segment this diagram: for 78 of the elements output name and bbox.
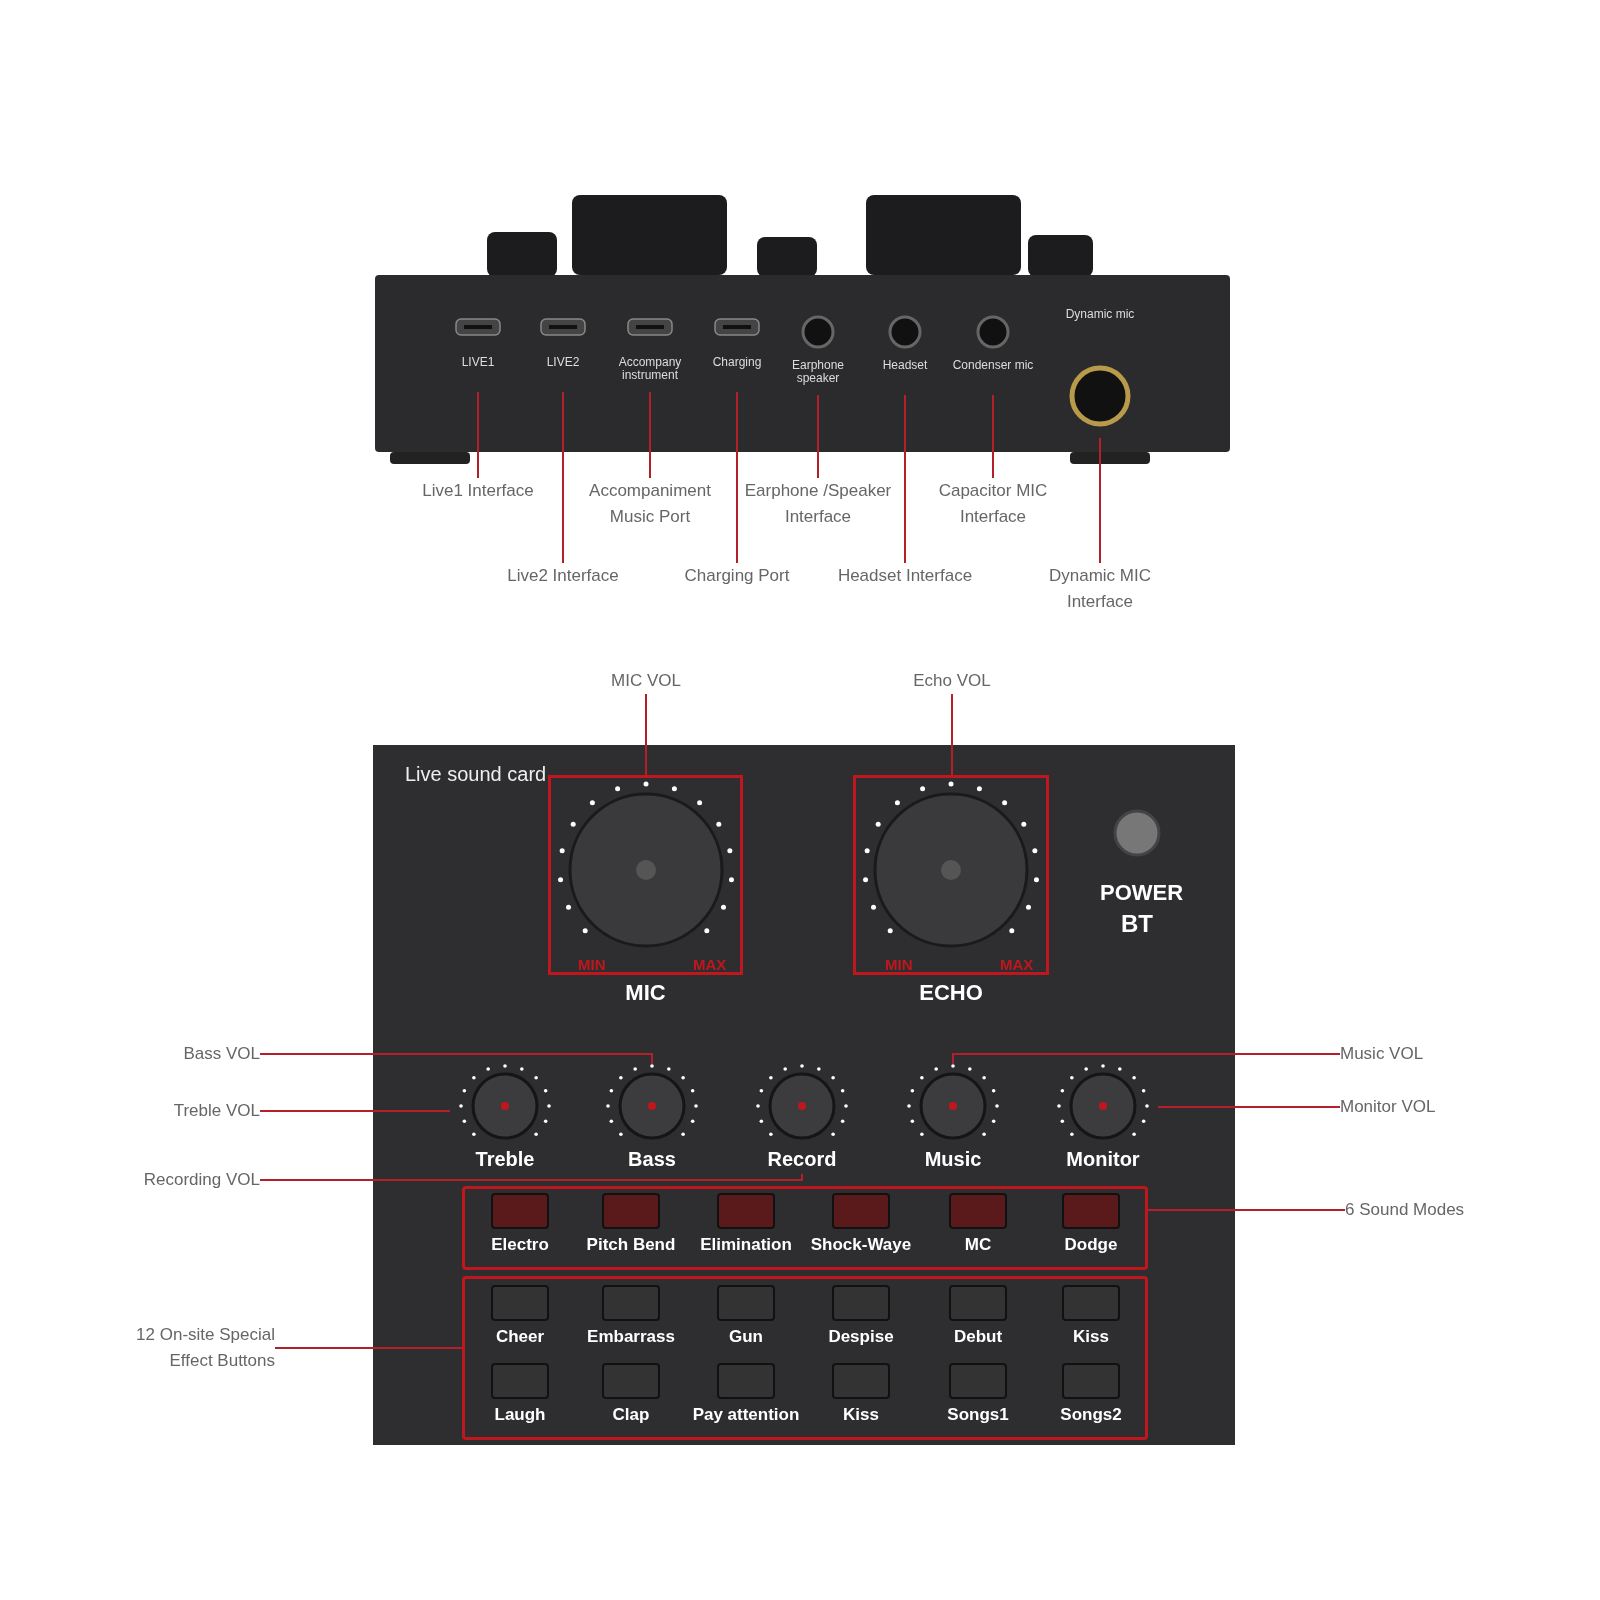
knob-label: Music: [923, 1148, 983, 1171]
callout-label: Live2 Interface: [506, 565, 620, 587]
leader-line: [1099, 437, 1101, 564]
leader-line: [951, 693, 953, 776]
callout-label: 12 On-site Special Effect Buttons: [135, 1324, 275, 1372]
leader-line: [259, 1053, 653, 1065]
leader-line: [736, 391, 738, 564]
button-label: POWER: [1100, 880, 1184, 906]
button-label: Despise: [827, 1327, 895, 1347]
button-label: Electro: [490, 1235, 550, 1255]
callout-label: 6 Sound Modes: [1345, 1199, 1466, 1221]
port-label: Dynamic mic: [1064, 308, 1136, 321]
callout-label: Monitor VOL: [1340, 1096, 1437, 1118]
callout-label: Recording VOL: [142, 1169, 260, 1191]
button-label: Dodge: [1063, 1235, 1119, 1255]
button-label: Debut: [952, 1327, 1004, 1347]
port-label: Condenser mic: [951, 359, 1035, 372]
knob-label: Bass: [627, 1148, 677, 1171]
highlight-frame: [462, 1276, 1148, 1440]
leader-line: [992, 394, 994, 479]
button-label: Shock-Waye: [809, 1235, 913, 1255]
port-label: LIVE2: [545, 356, 581, 369]
callout-label: Earphone /Speaker Interface: [743, 480, 893, 528]
scale-label: MIN: [578, 956, 606, 973]
callout-label: Headset Interface: [836, 565, 974, 587]
button-label: Clap: [611, 1405, 651, 1425]
button-label: Songs2: [1059, 1405, 1123, 1425]
port-label: Accompany instrument: [617, 356, 683, 382]
callout-label: Charging Port: [683, 565, 791, 587]
callout-label: Dynamic MIC Interface: [1048, 565, 1152, 613]
port-label: Headset: [881, 359, 929, 372]
panel-title: Live sound card: [405, 763, 547, 786]
leader-line: [1157, 1106, 1341, 1108]
button-label: Gun: [728, 1327, 764, 1347]
button-label: Kiss: [1072, 1327, 1110, 1347]
leader-line: [259, 1110, 451, 1112]
button-label: MC: [963, 1235, 993, 1255]
knob-label: Treble: [474, 1148, 536, 1171]
leader-line: [259, 1173, 803, 1181]
scale-label: MAX: [1000, 956, 1034, 973]
highlight-frame: [462, 1186, 1148, 1270]
knob-label: ECHO: [918, 980, 984, 1006]
button-label: Elimination: [699, 1235, 793, 1255]
port-label: Charging: [711, 356, 763, 369]
button-label: Pay attention: [691, 1405, 801, 1425]
leader-line: [904, 394, 906, 564]
button-label: Kiss: [842, 1405, 880, 1425]
knob-label: MIC: [624, 980, 667, 1006]
callout-label: Live1 Interface: [421, 480, 535, 502]
port-label: LIVE1: [460, 356, 496, 369]
leader-line: [274, 1347, 463, 1349]
port-label: Earphone speaker: [790, 359, 845, 385]
callout-label: Echo VOL: [912, 670, 992, 692]
callout-label: Capacitor MIC Interface: [937, 480, 1049, 528]
leader-line: [649, 391, 651, 479]
scale-label: MIN: [885, 956, 913, 973]
callout-label: Accompaniment Music Port: [588, 480, 712, 528]
button-label: Embarrass: [586, 1327, 676, 1347]
leader-line: [952, 1053, 1341, 1065]
callout-label: MIC VOL: [610, 670, 682, 692]
leader-line: [817, 394, 819, 479]
callout-label: Music VOL: [1340, 1043, 1425, 1065]
button-label: Songs1: [946, 1405, 1010, 1425]
rear-panel: [375, 275, 1230, 452]
button-label: Pitch Bend: [585, 1235, 677, 1255]
knob-label: Monitor: [1065, 1148, 1141, 1171]
leader-line: [562, 391, 564, 564]
button-label: Laugh: [493, 1405, 547, 1425]
leader-line: [645, 693, 647, 776]
knob-label: Record: [766, 1148, 838, 1171]
button-label: BT: [1121, 910, 1153, 938]
callout-label: Bass VOL: [182, 1043, 260, 1065]
button-label: Cheer: [494, 1327, 546, 1347]
front-panel: [373, 745, 1235, 1445]
callout-label: Treble VOL: [172, 1100, 260, 1122]
scale-label: MAX: [693, 956, 727, 973]
leader-line: [1147, 1209, 1346, 1211]
leader-line: [477, 391, 479, 479]
